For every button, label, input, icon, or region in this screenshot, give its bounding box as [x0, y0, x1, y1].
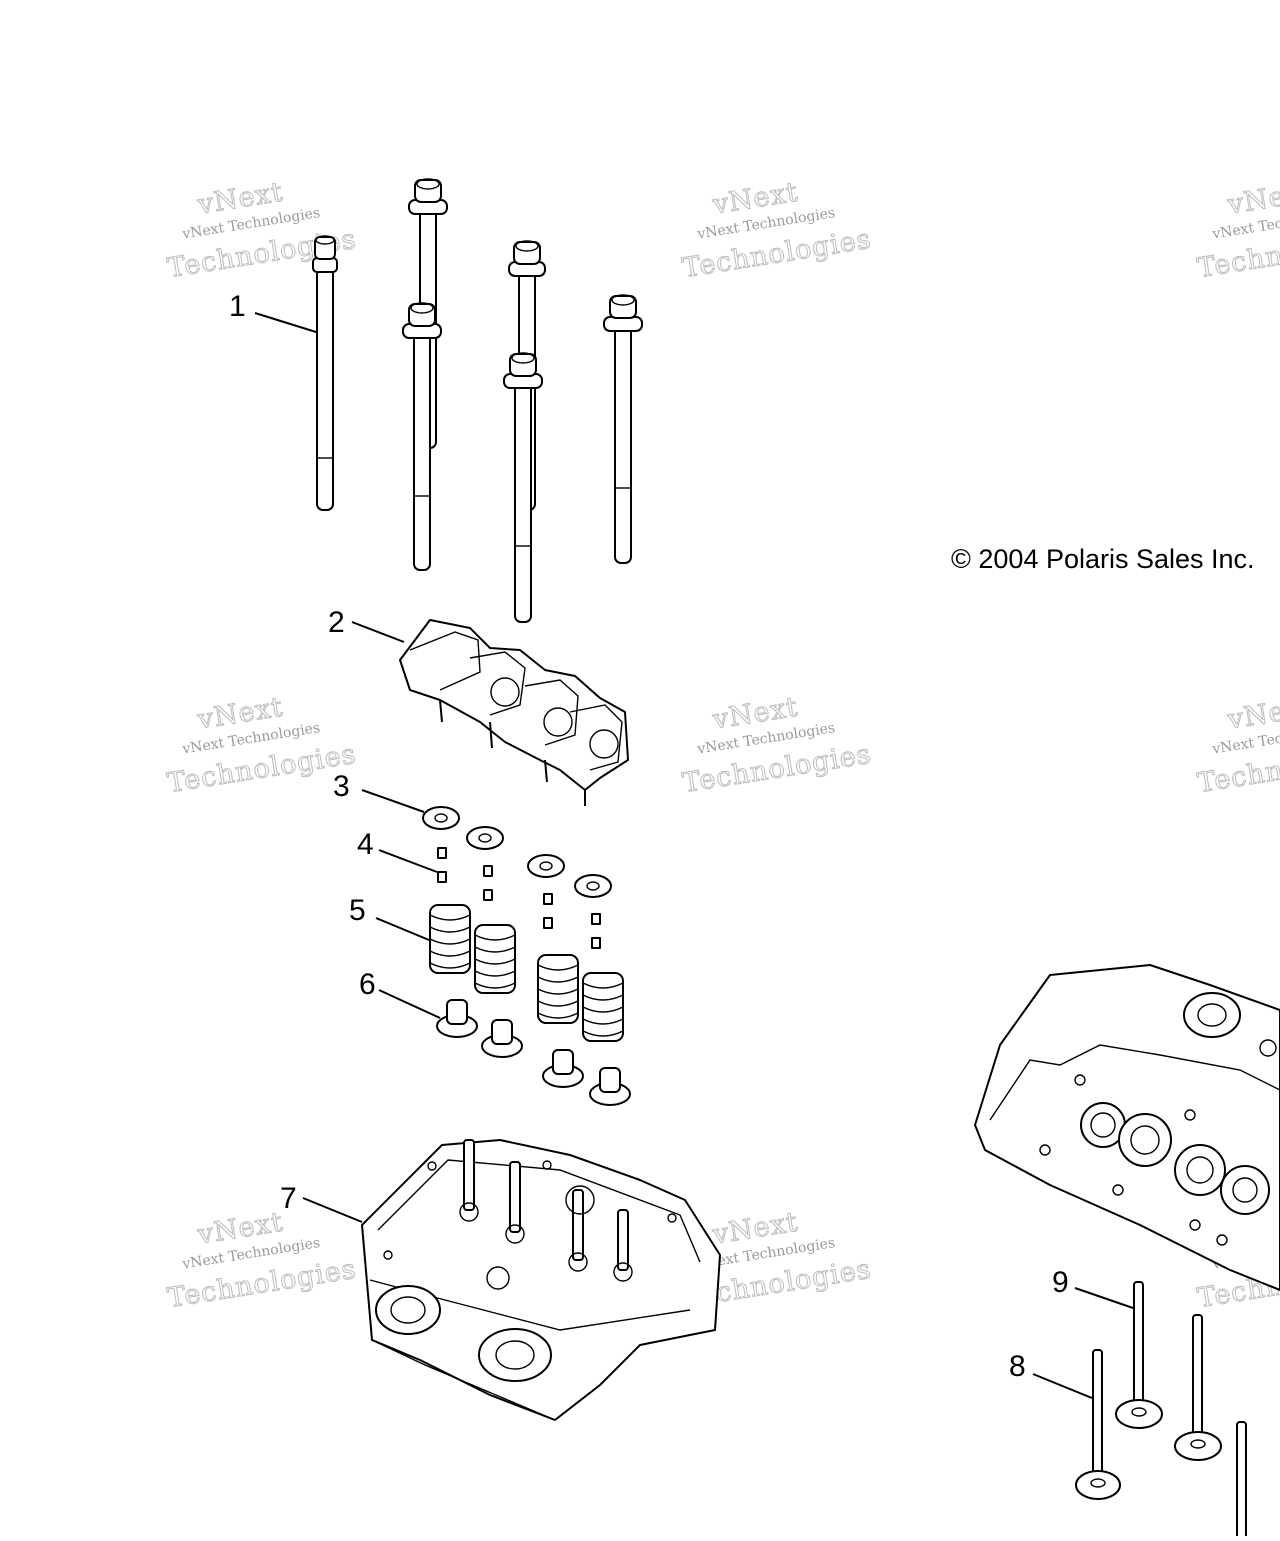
callout-9: 9 — [1052, 1266, 1069, 1299]
watermark-tile: vNext vNext Technologies Technologies — [1195, 176, 1280, 285]
watermark-tile: vNext vNext Technologies Technologies — [680, 176, 874, 285]
exhaust-valve — [1075, 1349, 1121, 1500]
leader-lines — [254, 312, 1134, 1399]
head-bolt — [312, 235, 338, 511]
spring-retainers — [422, 806, 612, 898]
intake-valve — [1174, 1314, 1222, 1461]
head-bolt — [503, 352, 543, 623]
head-bolt — [402, 302, 442, 571]
callout-5: 5 — [349, 894, 366, 927]
callouts: 1 2 3 4 5 6 7 8 9 — [229, 290, 1069, 1383]
callout-2: 2 — [328, 606, 345, 639]
head-bolts — [312, 178, 643, 623]
cylinder-head-underside — [974, 964, 1280, 1291]
svg-text:vNext: vNext — [1225, 177, 1280, 221]
callout-8: 8 — [1009, 1350, 1026, 1383]
valves — [1075, 1281, 1247, 1541]
svg-text:vNext: vNext — [1225, 692, 1280, 736]
valve-seals — [436, 999, 631, 1106]
head-bolt — [603, 294, 643, 564]
callout-3: 3 — [333, 770, 350, 803]
callout-4: 4 — [357, 828, 374, 861]
cylinder-head — [361, 1139, 721, 1421]
rocker-arm-assembly — [399, 619, 629, 806]
valve-springs — [429, 904, 624, 1042]
watermark-tile: vNext vNext Technologies Technologies — [165, 691, 359, 800]
exhaust-valve — [1236, 1421, 1247, 1541]
watermark-tile: vNext vNext Technologies Technologies — [165, 1206, 359, 1315]
intake-valve — [1115, 1281, 1163, 1429]
copyright-notice: © 2004 Polaris Sales Inc. — [951, 544, 1255, 574]
callout-7: 7 — [280, 1182, 297, 1215]
watermark-tile: vNext vNext Technologies Technologies — [680, 691, 874, 800]
callout-6: 6 — [359, 968, 376, 1001]
watermark-tile: vNext vNext Technologies Technologies — [1195, 691, 1280, 800]
callout-1: 1 — [229, 290, 246, 323]
valve-keepers — [437, 847, 601, 949]
